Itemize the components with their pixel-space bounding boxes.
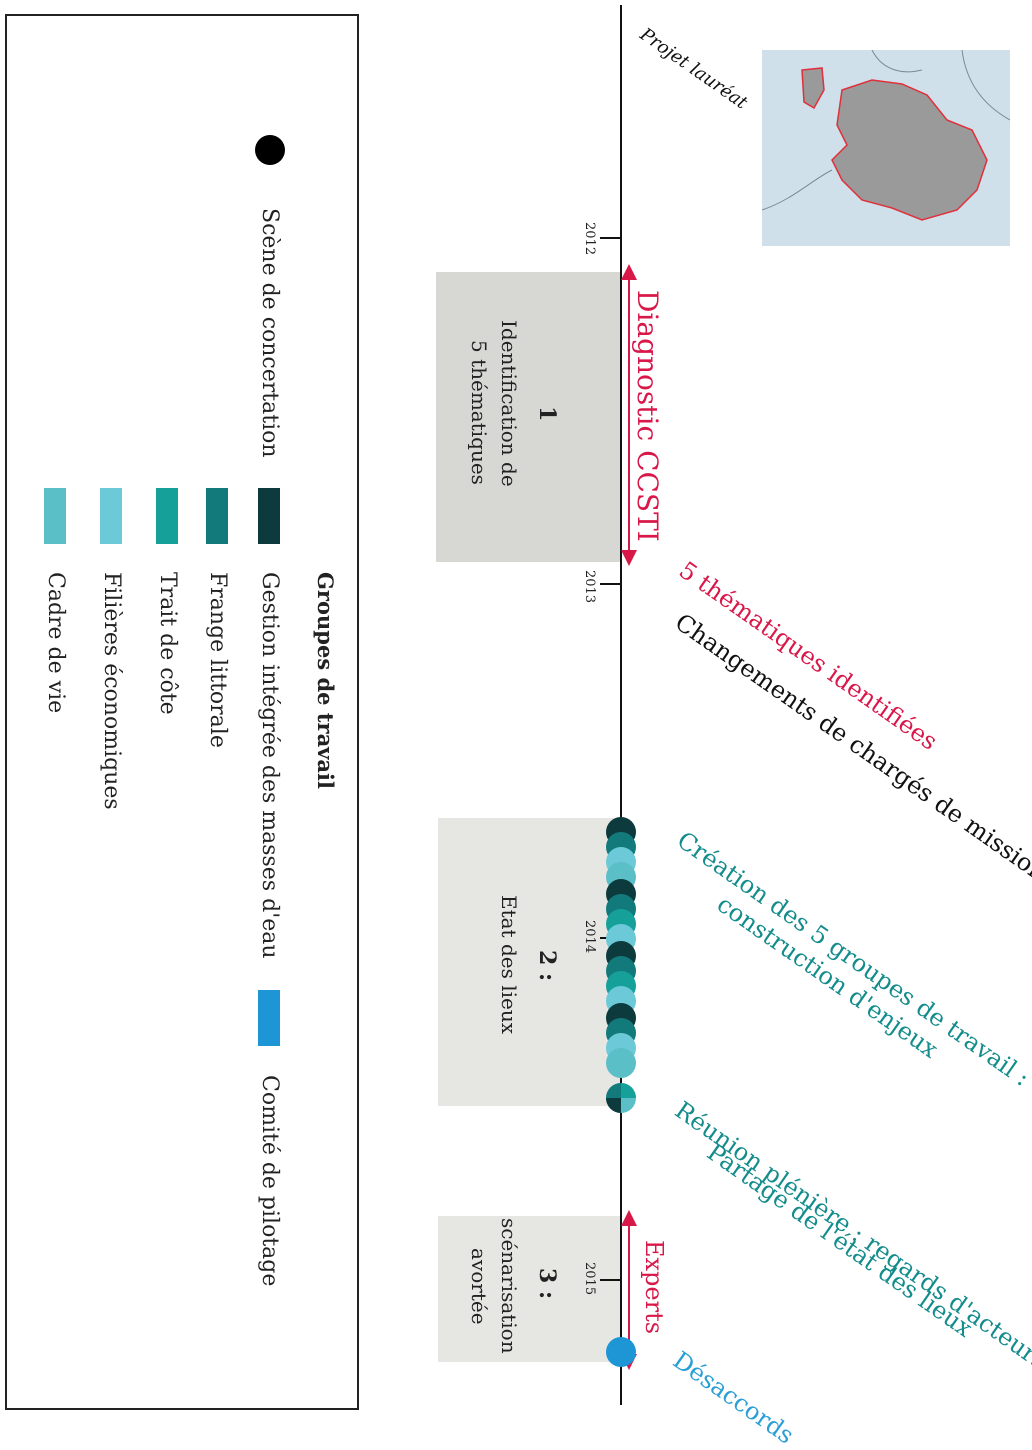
group-swatch-cadre xyxy=(44,488,66,544)
annotation-experts: Experts xyxy=(640,1240,668,1335)
group-swatch-masses-eau xyxy=(258,488,280,544)
annotation-diagnostic: Diagnostic CCSTI xyxy=(631,290,664,542)
group-swatch-filieres xyxy=(100,488,122,544)
dot xyxy=(606,1048,636,1078)
year-2015: 2015 xyxy=(582,1262,597,1296)
territory-map xyxy=(762,50,1010,246)
phase-box-1 xyxy=(436,272,620,562)
phase-box-2 xyxy=(438,818,620,1106)
year-2014: 2014 xyxy=(582,920,597,954)
legend-panel xyxy=(5,14,359,1410)
pie-dot-slice xyxy=(606,1098,621,1113)
year-2012: 2012 xyxy=(582,222,597,256)
scene-marker-icon xyxy=(255,135,285,165)
phase-box-3 xyxy=(438,1216,620,1362)
committee-dot xyxy=(606,1337,636,1367)
group-swatch-frange xyxy=(206,488,228,544)
group-swatch-trait xyxy=(156,488,178,544)
map-island xyxy=(801,67,825,110)
working-group-dots xyxy=(606,817,636,1113)
year-2013: 2013 xyxy=(582,570,597,604)
map-coast-lines xyxy=(762,50,1010,211)
committee-swatch xyxy=(258,990,280,1046)
pie-dot-slice xyxy=(621,1083,636,1098)
map-territory xyxy=(831,79,988,221)
pie-dot-slice xyxy=(606,1083,621,1098)
